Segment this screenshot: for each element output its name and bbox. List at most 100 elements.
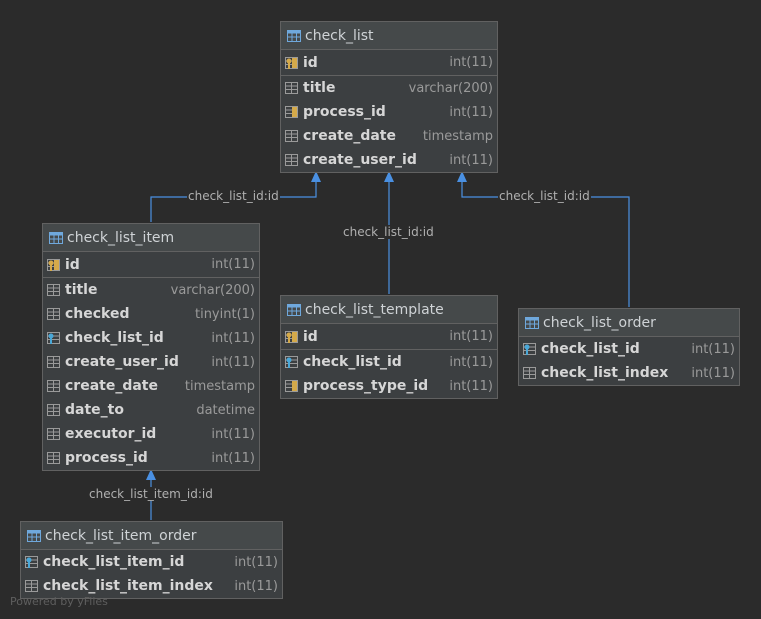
table-row[interactable]: check_list_id int(11): [43, 326, 259, 350]
column-name: date_to: [65, 402, 124, 418]
table-header[interactable]: check_list: [281, 22, 497, 50]
table-header[interactable]: check_list_template: [281, 296, 497, 324]
column-name: title: [303, 80, 336, 96]
relation-arrowhead: [146, 469, 156, 480]
table-row[interactable]: id int(11): [281, 324, 497, 350]
table-row[interactable]: check_list_id int(11): [519, 337, 739, 361]
table-row[interactable]: id int(11): [43, 252, 259, 278]
column-type: varchar(200): [170, 282, 255, 298]
table-row[interactable]: process_type_id int(11): [281, 374, 497, 398]
column-type: int(11): [449, 55, 493, 70]
column-type: int(11): [234, 554, 278, 570]
table-icon: [525, 316, 539, 330]
column-type: int(11): [449, 104, 493, 120]
table-name: check_list: [305, 27, 374, 44]
table-row[interactable]: create_user_id int(11): [281, 148, 497, 172]
table-name: check_list_item: [67, 229, 175, 246]
table-row[interactable]: process_id int(11): [281, 100, 497, 124]
column-icon: [47, 451, 61, 465]
table-name: check_list_item_order: [45, 527, 197, 544]
column-name: checked: [65, 306, 130, 322]
table-row[interactable]: checked tinyint(1): [43, 302, 259, 326]
column-type: varchar(200): [408, 80, 493, 96]
column-icon: [285, 81, 299, 95]
table-row[interactable]: id int(11): [281, 50, 497, 76]
column-icon: [47, 307, 61, 321]
table-name: check_list_template: [305, 301, 444, 318]
column-type: int(11): [211, 330, 255, 346]
table-header[interactable]: check_list_item_order: [21, 522, 282, 550]
column-name: check_list_item_id: [43, 554, 185, 570]
indexed-column-icon: [285, 105, 299, 119]
table-icon: [49, 231, 63, 245]
column-name: process_id: [303, 104, 386, 120]
relation-label: check_list_id:id: [187, 189, 280, 203]
column-type: int(11): [691, 341, 735, 357]
relation-label: check_list_item_id:id: [88, 487, 214, 501]
table-name: check_list_order: [543, 314, 656, 331]
table-header[interactable]: check_list_order: [519, 309, 739, 337]
column-type: tinyint(1): [194, 306, 255, 322]
column-type: int(11): [691, 365, 735, 381]
column-name: check_list_id: [65, 330, 164, 346]
foreign-key-icon: [285, 355, 299, 369]
relation-arrowhead: [457, 171, 467, 182]
column-type: int(11): [234, 578, 278, 594]
table-row[interactable]: title varchar(200): [281, 76, 497, 100]
column-name: id: [303, 54, 318, 71]
column-name: id: [303, 328, 318, 345]
column-type: int(11): [449, 152, 493, 168]
table-row[interactable]: create_date timestamp: [281, 124, 497, 148]
column-icon: [47, 355, 61, 369]
column-type: timestamp: [184, 378, 255, 394]
column-name: create_date: [303, 128, 396, 144]
relation-label: check_list_id:id: [498, 189, 591, 203]
column-name: check_list_id: [303, 354, 402, 370]
relation-arrowhead: [384, 171, 394, 182]
column-icon: [285, 153, 299, 167]
column-type: int(11): [449, 329, 493, 344]
table-row[interactable]: check_list_item_id int(11): [21, 550, 282, 574]
column-name: check_list_id: [541, 341, 640, 357]
primary-key-icon: [47, 258, 61, 272]
column-icon: [47, 427, 61, 441]
column-name: id: [65, 256, 80, 273]
primary-key-icon: [285, 56, 299, 70]
column-icon: [47, 283, 61, 297]
primary-key-icon: [285, 330, 299, 344]
column-icon: [285, 129, 299, 143]
column-name: create_user_id: [303, 152, 417, 168]
table-header[interactable]: check_list_item: [43, 224, 259, 252]
column-type: timestamp: [422, 128, 493, 144]
column-type: int(11): [211, 257, 255, 272]
column-icon: [47, 379, 61, 393]
column-type: int(11): [211, 450, 255, 466]
column-icon: [523, 366, 537, 380]
column-name: process_type_id: [303, 378, 429, 394]
foreign-key-icon: [523, 342, 537, 356]
column-name: create_user_id: [65, 354, 179, 370]
foreign-key-icon: [25, 555, 39, 569]
relation-arrowhead: [311, 171, 321, 182]
column-icon: [25, 579, 39, 593]
column-type: int(11): [449, 378, 493, 394]
relation-label: check_list_id:id: [342, 225, 435, 239]
indexed-column-icon: [285, 379, 299, 393]
table-icon: [287, 29, 301, 43]
table-icon: [287, 303, 301, 317]
